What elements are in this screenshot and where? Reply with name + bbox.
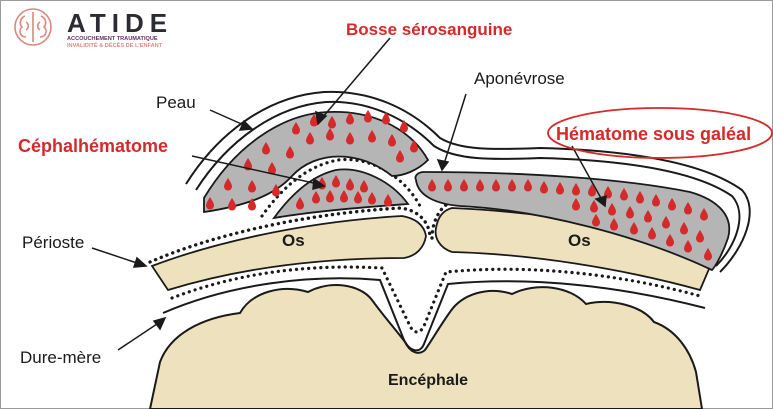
atide-logo: ATIDE ACCOUCHEMENT TRAUMATIQUE INVALIDIT…: [15, 8, 173, 49]
label-bosse-serosanguine: Bosse sérosanguine: [346, 20, 512, 39]
label-periosteum: Périoste: [22, 233, 84, 252]
label-hematome-sous-galeal: Hématome sous galéal: [556, 124, 751, 144]
logo-title: ATIDE: [67, 8, 173, 38]
bone-left: [152, 216, 426, 290]
encephale-region: [150, 285, 702, 409]
cephalhematome-region: [274, 169, 408, 218]
label-dure-mere: Dure-mère: [20, 348, 101, 367]
label-os-left: Os: [282, 231, 305, 250]
logo-subtitle-1: ACCOUCHEMENT TRAUMATIQUE: [67, 36, 158, 42]
label-cephalhematome: Céphalhématome: [18, 136, 168, 156]
brain-logo-icon: [15, 9, 51, 45]
label-encephale: Encéphale: [388, 372, 468, 389]
label-peau: Peau: [156, 93, 196, 112]
label-aponevrose: Aponévrose: [474, 69, 565, 88]
label-os-right: Os: [568, 231, 591, 250]
logo-subtitle-2: INVALIDITÉ & DÉCÈS DE L'ENFANT: [67, 41, 163, 49]
